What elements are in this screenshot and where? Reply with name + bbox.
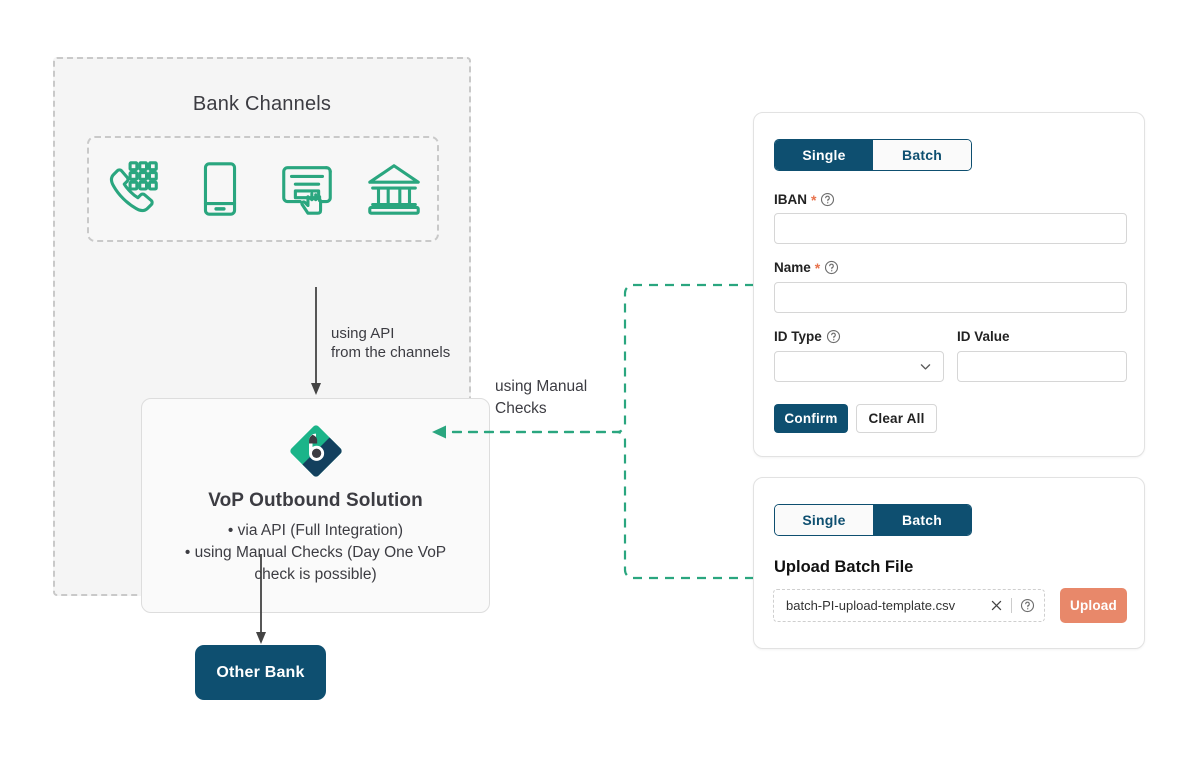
phone-banking-icon <box>102 158 164 220</box>
id-type-label-text: ID Type <box>774 329 822 344</box>
tab-single[interactable]: Single <box>775 140 873 170</box>
single-check-card: Single Batch IBAN * Name * <box>753 112 1145 457</box>
mode-toggle-single-card[interactable]: Single Batch <box>774 139 972 171</box>
id-value-label: ID Value <box>957 329 1010 344</box>
help-icon[interactable] <box>1020 598 1035 613</box>
help-icon[interactable] <box>824 260 839 275</box>
api-label-line1: using API <box>331 325 395 342</box>
iban-label: IBAN * <box>774 192 835 207</box>
branch-banking-icon <box>363 158 425 220</box>
vop-brand-logo-icon <box>289 425 342 477</box>
vop-bullet-list: • via API (Full Integration) • using Man… <box>158 520 473 586</box>
mobile-banking-icon <box>189 158 251 220</box>
api-flow-label: using API from the channels <box>331 324 506 362</box>
help-icon[interactable] <box>820 192 835 207</box>
help-icon[interactable] <box>826 329 841 344</box>
manual-checks-label: using Manual Checks <box>495 376 635 420</box>
vop-bullet-2: • using Manual Checks (Day One VoP <box>184 544 447 561</box>
api-label-line2: from the channels <box>331 344 451 361</box>
tab-batch[interactable]: Batch <box>873 505 971 535</box>
iban-label-text: IBAN <box>774 192 807 207</box>
upload-button-label: Upload <box>1070 598 1117 613</box>
tab-single[interactable]: Single <box>775 505 873 535</box>
other-bank-node: Other Bank <box>195 645 326 700</box>
required-asterisk: * <box>811 191 817 208</box>
page-title: Bank Channels <box>192 93 332 115</box>
id-value-input[interactable] <box>957 351 1127 382</box>
clear-all-button[interactable]: Clear All <box>856 404 937 433</box>
required-asterisk: * <box>814 259 821 276</box>
upload-button[interactable]: Upload <box>1060 588 1127 623</box>
manual-label-line2: Checks <box>495 400 547 417</box>
channels-group <box>87 136 439 242</box>
selected-file-chip[interactable]: batch-PI-upload-template.csv <box>773 589 1045 622</box>
id-value-label-text: ID Value <box>957 329 1010 344</box>
file-name-label: batch-PI-upload-template.csv <box>786 598 956 613</box>
id-type-label: ID Type <box>774 329 841 344</box>
online-banking-icon <box>276 158 338 220</box>
name-label-text: Name <box>774 260 811 275</box>
bank-channels-container: Bank Channels <box>53 57 490 613</box>
confirm-button[interactable]: Confirm <box>774 404 848 433</box>
vop-bullet-3: check is possible) <box>254 566 377 583</box>
name-input[interactable] <box>774 282 1127 313</box>
iban-input[interactable] <box>774 213 1127 244</box>
other-bank-label: Other Bank <box>216 663 305 681</box>
mode-toggle-batch-card[interactable]: Single Batch <box>774 504 972 536</box>
clear-all-button-label: Clear All <box>868 411 925 426</box>
manual-checks-connector <box>432 283 754 580</box>
id-type-select[interactable] <box>774 351 944 382</box>
vop-bullet-1: • via API (Full Integration) <box>227 522 404 539</box>
name-label: Name * <box>774 260 839 275</box>
vop-title: VoP Outbound Solution <box>208 490 423 511</box>
other-bank-arrow <box>256 554 266 644</box>
upload-batch-heading: Upload Batch File <box>774 558 914 576</box>
chip-divider <box>1011 598 1012 613</box>
manual-label-line1: using Manual <box>495 378 588 395</box>
tab-batch[interactable]: Batch <box>873 140 971 170</box>
chevron-down-icon <box>920 364 931 370</box>
batch-upload-card: Single Batch Upload Batch File batch-PI-… <box>753 477 1145 649</box>
api-flow-arrow <box>311 287 321 395</box>
vop-outbound-solution-box: VoP Outbound Solution • via API (Full In… <box>141 398 490 613</box>
close-icon[interactable] <box>990 599 1003 612</box>
confirm-button-label: Confirm <box>784 411 838 426</box>
